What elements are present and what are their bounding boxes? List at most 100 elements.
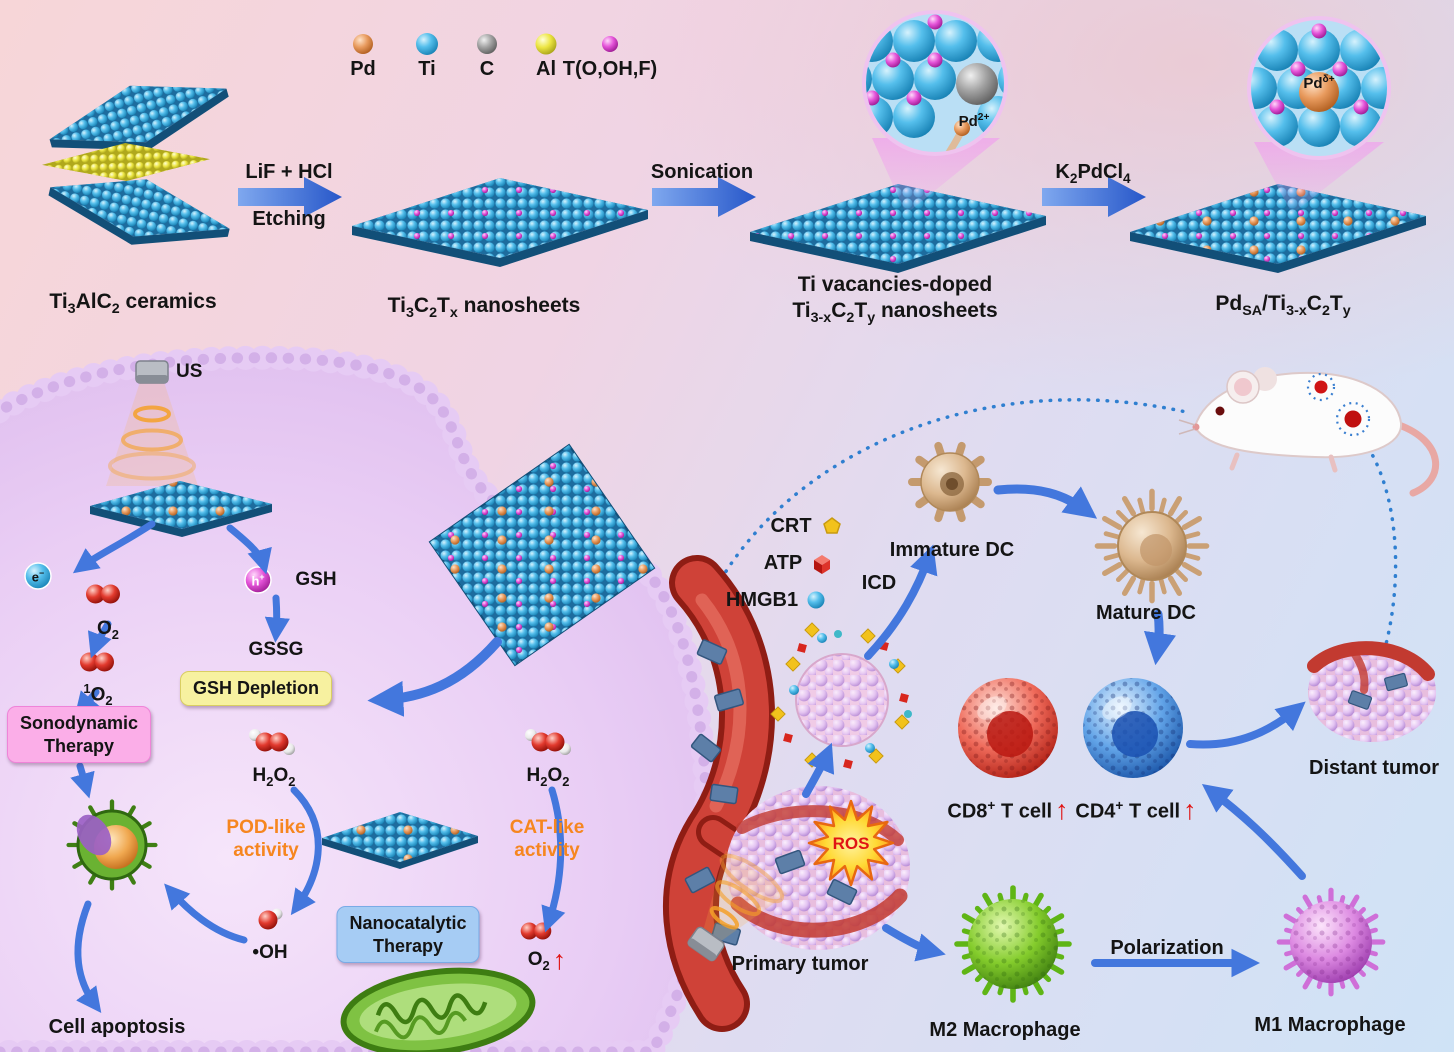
zoom-cone-1 [872,138,1000,214]
zoom-cone-2 [1254,142,1384,214]
label-gssg: GSSG [248,639,304,660]
label-distant-tumor: Distant tumor [1309,757,1439,779]
zoom-inset-pddelta [1247,16,1391,160]
label-cell-apoptosis: Cell apoptosis [48,1016,186,1038]
ultrasound-cone [106,382,198,486]
flow-arrows [70,484,1306,1014]
immature-dc [908,441,992,523]
label-o2: O2 [97,618,119,642]
label-ti-vacancy-nanosheets: Ti vacancies-doped Ti3-xC2Ty nanosheets [792,272,997,327]
arrow-icd-to-immature-dc [864,544,938,660]
cd4-text: CD4+ T cell [1075,798,1181,823]
label-pd2-ion: Pd2+ [958,112,990,130]
sdt-box-line2: Therapy [43,735,115,756]
legend-ti-sphere-icon [416,33,438,55]
label-h2o2-right: H2O2 [526,765,570,789]
arrow-m1-to-tcells [1201,783,1306,880]
legend-label-al: Al [536,58,556,80]
label-ros: ROS [832,834,870,853]
pod-activity-label: POD-like activity [226,816,305,862]
cd4-t-cell [1083,678,1183,778]
legend-label-c: C [479,58,495,80]
atp-icon [814,555,830,574]
label-electron: e− [31,568,45,585]
nanocatalytic-therapy-box: Nanocatalytic Therapy [336,906,480,963]
label-singlet-o2: 1O2 [83,681,113,709]
ros-burst [807,799,895,887]
dotted-paths [698,398,1398,646]
label-polarization: Polarization [1110,937,1224,959]
cd8-text: CD8+ T cell [947,798,1053,823]
legend-al-sphere-icon [535,33,557,55]
legend-spheres [353,33,618,55]
pd2-ion-sphere [954,120,970,136]
label-hole: h+ [251,572,265,589]
label-ti-vacancy-line2: Ti3-xC2Ty nanosheets [792,298,998,326]
mouse-tumor-site-1 [1314,380,1328,394]
label-h2o2-left: H2O2 [252,765,296,789]
electron-badge [24,562,52,590]
legend-label-t-groups: T(O,OH,F) [562,58,658,80]
pod-line1: POD-like [226,817,306,838]
arrow-o2-to-singlet [87,620,112,659]
cd4-up-arrow-icon: ↑ [1183,795,1197,826]
arrow-mature-dc-to-tcells [1143,609,1177,666]
arrow-oh-to-organelle [164,883,248,944]
label-atp: ATP [763,552,803,574]
mature-dc [1094,488,1211,605]
label-mature-dc: Mature DC [1095,602,1197,624]
legend-label-ti: Ti [418,58,436,80]
legend-pd-sphere-icon [353,34,373,54]
label-immature-dc: Immature DC [889,539,1015,561]
label-k2pdcl4: K2PdCl4 [1055,161,1131,186]
arrow-tcells-to-distant-tumor [1186,701,1306,749]
mouse-eye [1215,406,1225,416]
arrow-sheet-to-o2 [72,520,156,574]
legend-t-sphere-icon [602,36,618,52]
us-transducer [135,360,169,384]
intracellular-nanosheet [90,481,272,537]
mitochondria [340,967,536,1052]
cat-line2: activity [514,840,580,862]
label-crt: CRT [770,515,812,537]
arrow-immature-to-mature-dc [993,484,1098,519]
zoom-inset-pd2plus [862,10,1008,156]
m1-macrophage [1274,885,1387,998]
label-ti-vacancy-line1: Ti vacancies-doped [797,273,993,296]
distant-tumor [1307,641,1436,742]
nct-box-line1: Nanocatalytic [349,913,467,933]
catalytic-nanosheet [322,812,478,869]
label-ti3alc2-ceramics: Ti3AlC2 ceramics [49,290,217,318]
arrow-h2o2-to-oh [290,786,322,916]
cat-activity-label: CAT-like activity [510,816,585,862]
label-lif-hcl: LiF + HCl [245,161,333,183]
label-us: US [176,361,203,382]
label-ti3c2tx-nanosheets: Ti3C2Tx nanosheets [387,294,581,322]
crt-icon [823,517,841,534]
arrow-sheet-into-cell [367,637,502,717]
membrane-crossing-nanosheet [428,443,656,667]
sonodynamic-therapy-box: Sonodynamic Therapy [6,706,152,763]
label-m2-macrophage: M2 Macrophage [929,1019,1081,1041]
cd8-t-cell [958,678,1058,778]
mouse-tumor-site-2 [1344,410,1362,428]
dying-tumor-cell [770,622,912,769]
pdsa-nanosheet [1130,184,1426,273]
label-cd4-tcell: CD4+ T cell ↑ [1075,795,1197,826]
arrow-h2o2-to-o2 [541,786,566,933]
pd-single-atom-sphere [1299,72,1339,112]
arrow-organelle-to-apoptosis [74,900,102,1014]
arrow-tumor-to-icd [802,742,835,798]
cat-line1: CAT-like [509,817,585,838]
mouse [1178,367,1440,497]
label-m1-macrophage: M1 Macrophage [1254,1014,1406,1036]
cd8-up-arrow-icon: ↑ [1055,795,1069,826]
legend-c-sphere-icon [477,34,497,54]
label-etching: Etching [252,208,326,230]
label-icd: ICD [861,572,897,594]
arrow-gsh-to-gssg [264,594,290,643]
tumor-us-transducer [685,850,788,963]
hmgb1-icon [807,591,825,609]
arrow-sheet-to-gsh [226,524,272,575]
